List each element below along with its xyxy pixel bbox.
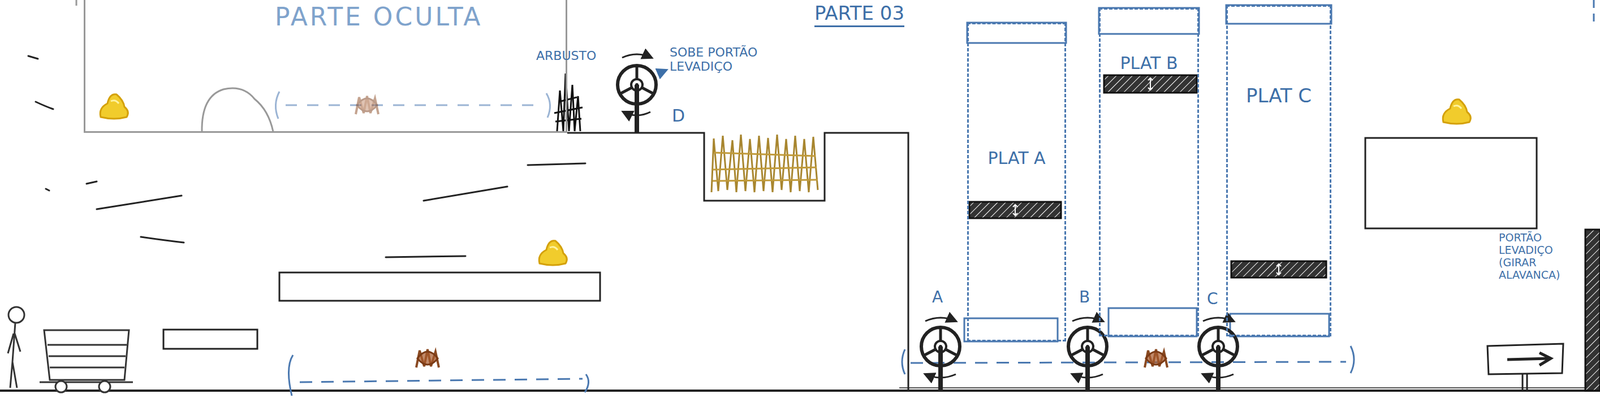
hidden-area: PARTE OCULTA [83, 0, 568, 133]
moving-platform-column: PLAT C [1226, 5, 1332, 337]
annotation-label: A [932, 288, 943, 307]
platform-label: PLAT C [1245, 84, 1312, 107]
platform-label: PLAT A [987, 148, 1046, 169]
annotation-label: SOBE PORTÃO LEVADIÇO [669, 45, 766, 75]
moving-platform-column: PLAT B [1098, 7, 1200, 337]
annotation-label: D [671, 106, 685, 127]
area-title: PARTE OCULTA [274, 2, 483, 32]
annotation-label: PORTÃO LEVADIÇO (GIRAR ALAVANCA) [1498, 231, 1578, 282]
annotation-label: ARBUSTO [536, 48, 597, 63]
platform-label: PLAT B [1119, 53, 1178, 74]
annotation-label: B [1079, 288, 1090, 307]
annotation-label: C [1206, 290, 1219, 309]
moving-platform-column: PLAT A [967, 22, 1067, 342]
section-title: PARTE 03 [814, 2, 905, 28]
